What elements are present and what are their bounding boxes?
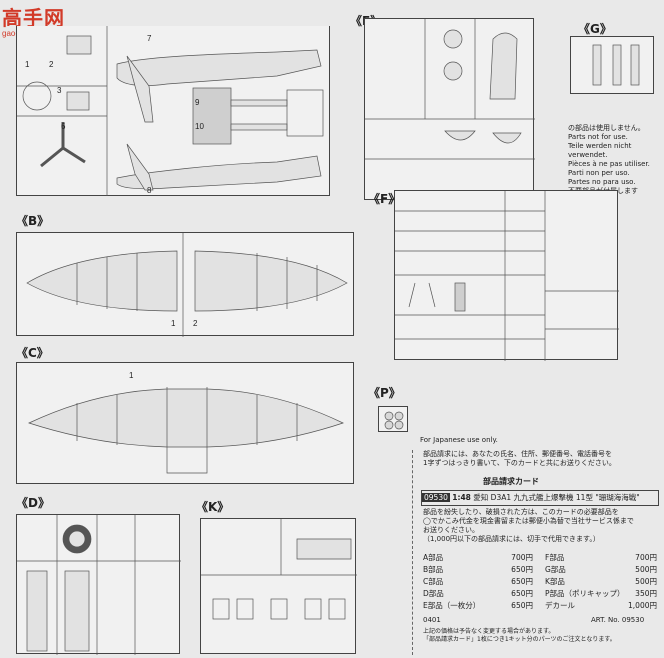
- sprue-f-frame: [394, 190, 619, 361]
- part-num: 9: [195, 98, 200, 107]
- price-row: C部品 650円: [423, 576, 533, 587]
- parts-order-card: 部品請求には、あなたの氏名、住所、郵便番号、電話番号を 1字ずつはっきり書いて、…: [412, 450, 659, 655]
- price-row: D部品 650円: [423, 588, 533, 599]
- price-value: 350円: [635, 589, 657, 598]
- price-row: E部品（一枚分） 650円: [423, 600, 533, 611]
- card-instructions: 部品を紛失したり、破損された方は、このカードの必要部品を ◯でかこみ代金を現金書…: [423, 508, 634, 543]
- price-part: F部品: [545, 553, 565, 562]
- price-value: 700円: [511, 553, 533, 562]
- price-row: K部品 500円: [545, 576, 657, 587]
- sprue-g-frame: [570, 36, 654, 94]
- sprue-b-frame: 1 2: [16, 232, 354, 337]
- part-num: 2: [193, 319, 198, 328]
- part-num: 1: [129, 371, 134, 380]
- price-part: C部品: [423, 577, 444, 586]
- part-num: 1: [171, 319, 176, 328]
- price-part: デカール: [545, 601, 575, 610]
- price-row: F部品 700円: [545, 552, 657, 563]
- price-row: P部品（ポリキャップ） 350円: [545, 588, 657, 599]
- price-row: A部品 700円: [423, 552, 533, 563]
- sprue-c-label: 《C》: [16, 346, 49, 360]
- kit-title-bar: 09530 1:48 愛知 D3A1 九九式艦上爆撃機 11型 "珊瑚海海戦": [421, 490, 659, 506]
- sprue-a-drawing: [17, 26, 324, 196]
- card-title: 部品請求カード: [483, 477, 539, 486]
- sprue-g-label: 《G》: [578, 22, 612, 36]
- sprue-p-frame: [378, 406, 408, 432]
- price-row: G部品 500円: [545, 564, 657, 575]
- sprue-a-frame: 1 2 3 6 7 8 9 10: [16, 26, 330, 196]
- price-value: 650円: [511, 589, 533, 598]
- price-part: A部品: [423, 553, 444, 562]
- part-num: 1: [25, 60, 30, 69]
- part-num: 10: [195, 122, 204, 131]
- price-part: G部品: [545, 565, 566, 574]
- unused-parts-note: の部品は使用しません。 Parts not for use. Teile wer…: [568, 124, 650, 195]
- price-part: E部品（一枚分）: [423, 601, 481, 610]
- art-number: ART. No. 09530: [591, 616, 645, 624]
- sprue-c-frame: 1: [16, 362, 354, 484]
- price-part: K部品: [545, 577, 565, 586]
- price-part: D部品: [423, 589, 444, 598]
- part-num: 2: [49, 60, 54, 69]
- price-part: P部品（ポリキャップ）: [545, 589, 625, 598]
- sprue-d-label: 《D》: [16, 496, 50, 510]
- sprue-d-frame: [16, 514, 181, 655]
- sprue-k-label: 《K》: [196, 500, 230, 514]
- sprue-e-frame: [364, 18, 535, 200]
- order-intro: 部品請求には、あなたの氏名、住所、郵便番号、電話番号を 1字ずつはっきり書いて、…: [423, 450, 616, 467]
- price-value: 500円: [635, 577, 657, 586]
- sprue-k-frame: [200, 518, 357, 654]
- sprue-p-label: 《P》: [368, 386, 401, 400]
- part-num: 7: [147, 34, 152, 43]
- price-value: 650円: [511, 577, 533, 586]
- price-value: 1,000円: [628, 601, 657, 610]
- card-footer: 上記の価格は予告なく変更する場合があります。 「部品請求カード」1枚につき1キッ…: [423, 628, 616, 643]
- price-value: 650円: [511, 565, 533, 574]
- price-row: デカール 1,000円: [545, 600, 657, 611]
- price-row: B部品 650円: [423, 564, 533, 575]
- price-value: 700円: [635, 553, 657, 562]
- price-value: 650円: [511, 601, 533, 610]
- price-part: B部品: [423, 565, 444, 574]
- sprue-b-label: 《B》: [16, 214, 50, 228]
- part-num: 6: [61, 122, 66, 131]
- japanese-only-note: For Japanese use only.: [420, 436, 498, 444]
- card-code: 0401: [423, 616, 441, 624]
- sprue-f-label: 《F》: [368, 192, 401, 206]
- part-num: 8: [147, 186, 152, 195]
- price-value: 500円: [635, 565, 657, 574]
- part-num: 3: [57, 86, 62, 95]
